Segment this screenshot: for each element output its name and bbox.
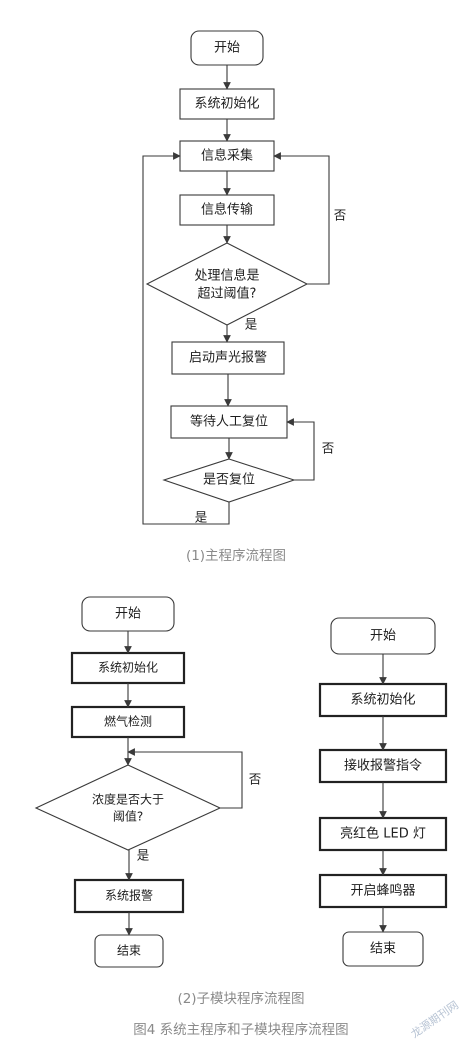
alarm-led-label: 亮红色 LED 灯: [340, 826, 426, 842]
main-caption: (1)主程序流程图: [186, 548, 286, 564]
main-wait-label: 等待人工复位: [190, 414, 268, 430]
gas-alarm-label: 系统报警: [105, 888, 153, 903]
alarm-init-node: [318, 682, 448, 718]
alarm-flowchart: 开始 系统初始化 接收报警指令 亮红色 LED 灯 开启蜂鸣器 结束: [318, 617, 448, 967]
main-decision-line1: 处理信息是: [194, 268, 259, 284]
edge-reset-yes-loop: [142, 152, 230, 525]
main-init-node: [179, 88, 275, 120]
main-collect-label: 信息采集: [201, 148, 253, 164]
main-threshold-decision: [145, 242, 309, 326]
gas-end-label: 结束: [117, 944, 141, 958]
alarm-buzzer-node: [318, 873, 448, 909]
main-yes-label-1: 是: [245, 317, 258, 332]
main-init-label: 系统初始化: [194, 97, 259, 112]
main-decision-line2: 超过阈值?: [198, 286, 257, 302]
alarm-buzzer-label: 开启蜂鸣器: [350, 883, 415, 899]
gas-yes-label: 是: [137, 848, 150, 863]
gas-threshold-decision: [34, 764, 222, 851]
alarm-end-label: 结束: [370, 942, 396, 957]
main-yes-label-2: 是: [195, 510, 208, 525]
alarm-start-label: 开始: [370, 629, 396, 644]
gas-flowchart: 开始 系统初始化 燃气检测 浓度是否大于 阈值? 系统报警 结束 否 是: [34, 596, 262, 968]
watermark-logo: 龙源期刊网: [408, 998, 461, 1041]
edge-reset-no-loop: [286, 418, 315, 481]
gas-start-label: 开始: [115, 607, 141, 622]
main-alarm-label: 启动声光报警: [189, 350, 267, 366]
gas-detect-label: 燃气检测: [104, 714, 152, 729]
main-no-label-2: 否: [322, 441, 335, 456]
edge-decision-no-loop: [273, 152, 330, 285]
sub-caption: (2)子模块程序流程图: [177, 991, 304, 1007]
edge-gas-no-loop: [127, 748, 243, 809]
figure-caption: 图4 系统主程序和子模块程序流程图: [133, 1022, 348, 1038]
main-transmit-label: 信息传输: [201, 202, 253, 218]
main-transmit-node: [179, 194, 275, 226]
gas-init-node: [70, 651, 186, 685]
main-flowchart: 开始 系统初始化 信息采集 信息传输 处理信息是 超过阈值? 启动声光报警 等待…: [142, 30, 347, 564]
alarm-receive-label: 接收报警指令: [344, 758, 422, 774]
gas-decision-line1: 浓度是否大于: [92, 792, 164, 807]
gas-init-label: 系统初始化: [98, 661, 158, 675]
main-no-label-1: 否: [334, 208, 347, 223]
main-reset-label: 是否复位: [203, 473, 255, 488]
main-start-label: 开始: [214, 41, 240, 56]
gas-decision-line2: 阈值?: [113, 809, 143, 824]
alarm-led-node: [318, 816, 448, 852]
gas-no-label: 否: [249, 772, 262, 787]
alarm-init-label: 系统初始化: [350, 693, 415, 708]
